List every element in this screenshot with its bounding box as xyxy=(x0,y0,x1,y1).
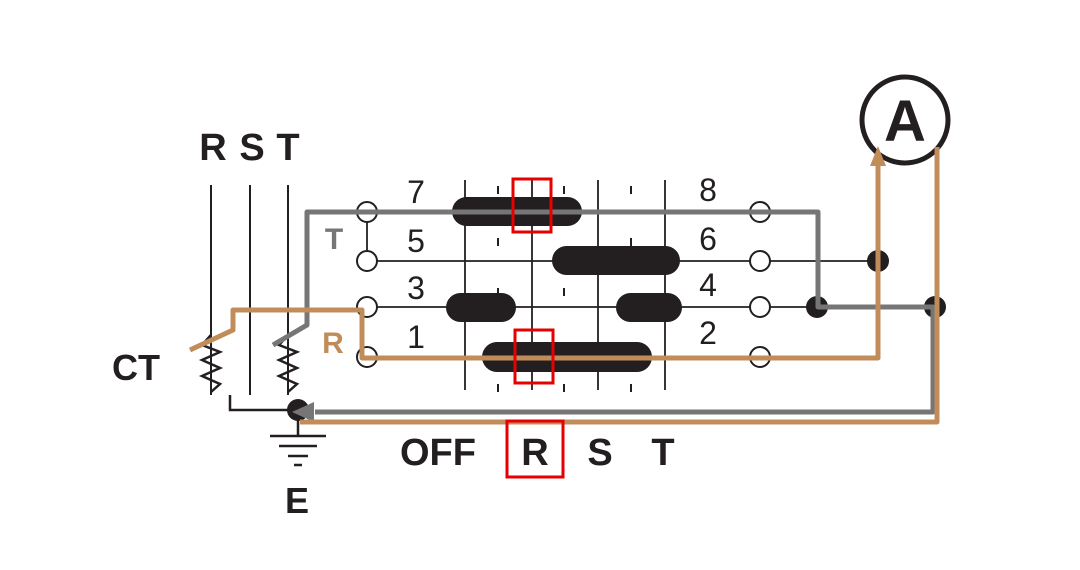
ammeter-circle xyxy=(859,74,951,166)
terminal-number-3: 3 xyxy=(407,270,425,306)
terminal-number-4: 4 xyxy=(699,267,717,303)
bus-lines xyxy=(210,185,289,395)
output-wires xyxy=(760,260,935,308)
terminal-number-8: 8 xyxy=(699,172,717,208)
position-label-s: S xyxy=(587,432,612,474)
ammeter-symbol: A xyxy=(884,89,926,154)
current-path-r-arrowhead xyxy=(870,146,886,166)
junction-dots xyxy=(287,250,946,421)
current-path-t xyxy=(271,209,936,415)
highlight-box-contact-7 xyxy=(511,177,553,234)
bus-label-t: T xyxy=(276,127,299,169)
bus-label-s: S xyxy=(239,127,264,169)
current-transformers xyxy=(198,334,301,412)
current-path-t-arrowhead xyxy=(292,402,314,422)
ammeter: A xyxy=(859,74,951,166)
bus-label-r: R xyxy=(199,127,226,169)
ct-return-wire xyxy=(228,395,298,412)
highlight-boxes xyxy=(505,177,565,479)
path-label-t: T xyxy=(325,223,343,256)
terminal-number-5: 5 xyxy=(407,223,425,259)
current-path-r-return xyxy=(300,147,940,425)
ct-coil-t xyxy=(275,334,301,393)
terminal-4 xyxy=(749,296,771,318)
terminal-number-1: 1 xyxy=(407,319,425,355)
position-label-t: T xyxy=(651,432,674,474)
current-path-r xyxy=(188,165,881,361)
terminal-6 xyxy=(749,250,771,272)
position-label-off: OFF xyxy=(400,432,476,474)
contact-bar-3 xyxy=(446,293,516,322)
position-label-r: R xyxy=(521,432,548,474)
highlight-box-position-r xyxy=(505,419,565,479)
contact-bar-6 xyxy=(552,246,680,275)
earth-label: E xyxy=(285,480,309,521)
terminal-number-7: 7 xyxy=(407,174,425,210)
path-label-r: R xyxy=(322,327,344,360)
terminal-number-6: 6 xyxy=(699,221,717,257)
contact-bars xyxy=(446,197,682,372)
terminal-5 xyxy=(356,250,378,272)
highlight-box-contact-1 xyxy=(513,328,555,385)
ct-label: CT xyxy=(112,347,160,388)
terminal-number-2: 2 xyxy=(699,315,717,351)
ct-coil-r xyxy=(198,334,224,393)
contact-bar-4 xyxy=(616,293,682,322)
